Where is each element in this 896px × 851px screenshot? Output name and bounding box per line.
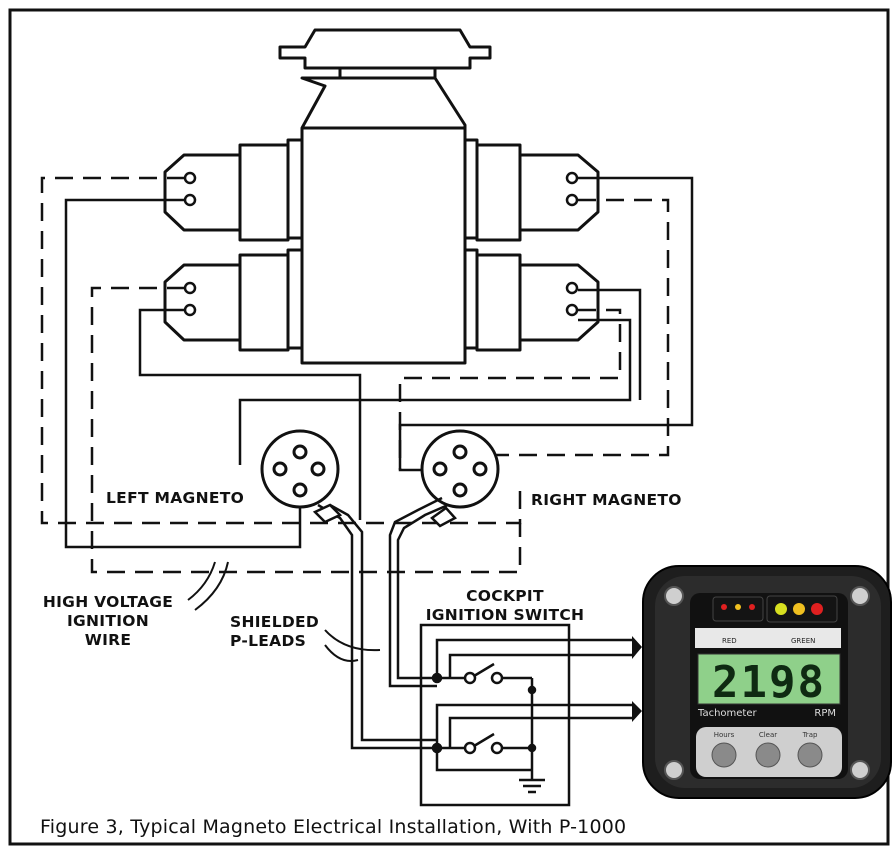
- label-leaders: [187, 561, 381, 662]
- p-leads-line-1: SHIELDED: [230, 613, 320, 631]
- spark-plug-terminals: [183, 171, 579, 317]
- hours-button-label: Hours: [714, 731, 735, 739]
- led-red-2: [749, 604, 755, 610]
- band-label-green: GREEN: [791, 637, 815, 645]
- cockpit-switch-line-1: COCKPIT: [466, 587, 544, 605]
- clear-button: [755, 742, 781, 768]
- hours-button: [711, 742, 737, 768]
- left-magneto: [260, 429, 340, 509]
- led-red-1: [721, 604, 727, 610]
- hv-wire-line-1: HIGH VOLTAGE: [42, 593, 174, 611]
- hv-wires-solid: [64, 176, 694, 549]
- left-magneto-label: LEFT MAGNETO: [106, 489, 245, 507]
- engine-block: [278, 28, 492, 365]
- right-magneto: [420, 429, 500, 509]
- p-leads-label: SHIELDED P-LEADS: [230, 613, 319, 651]
- hv-wires-dashed: [40, 176, 670, 574]
- cockpit-switch-label: COCKPIT IGNITION SWITCH: [420, 587, 590, 625]
- led-yellow-3: [793, 603, 805, 615]
- cockpit-switch-line-2: IGNITION SWITCH: [425, 606, 585, 624]
- shielded-p-leads: [312, 496, 457, 750]
- trap-button-label: Trap: [802, 731, 818, 739]
- rpm-display: 2198: [712, 657, 826, 708]
- wire-arrow-tips: [632, 636, 642, 722]
- rpm-unit-label: RPM: [814, 708, 836, 719]
- led-red-3: [811, 603, 823, 615]
- hv-wire-label: HIGH VOLTAGE IGNITION WIRE: [28, 593, 188, 650]
- figure-frame: [8, 8, 890, 846]
- cylinders: [163, 143, 600, 352]
- led-yellow-1: [735, 604, 741, 610]
- band-label-red: RED: [722, 637, 737, 645]
- hv-wire-line-3: WIRE: [84, 631, 132, 649]
- trap-button: [797, 742, 823, 768]
- right-magneto-label: RIGHT MAGNETO: [531, 491, 682, 509]
- tachometer-brand-label: Tachometer: [697, 708, 758, 719]
- clear-button-label: Clear: [759, 731, 777, 739]
- p1000-tachometer: RED GREEN 2198 Tachometer RPM Hours Clea…: [642, 565, 892, 799]
- hv-wire-line-2: IGNITION: [66, 612, 150, 630]
- figure-caption: Figure 3, Typical Magneto Electrical Ins…: [40, 816, 627, 838]
- p-leads-line-2: P-LEADS: [230, 632, 307, 650]
- led-yellow-2: [775, 603, 787, 615]
- ignition-switch-box: [419, 623, 632, 807]
